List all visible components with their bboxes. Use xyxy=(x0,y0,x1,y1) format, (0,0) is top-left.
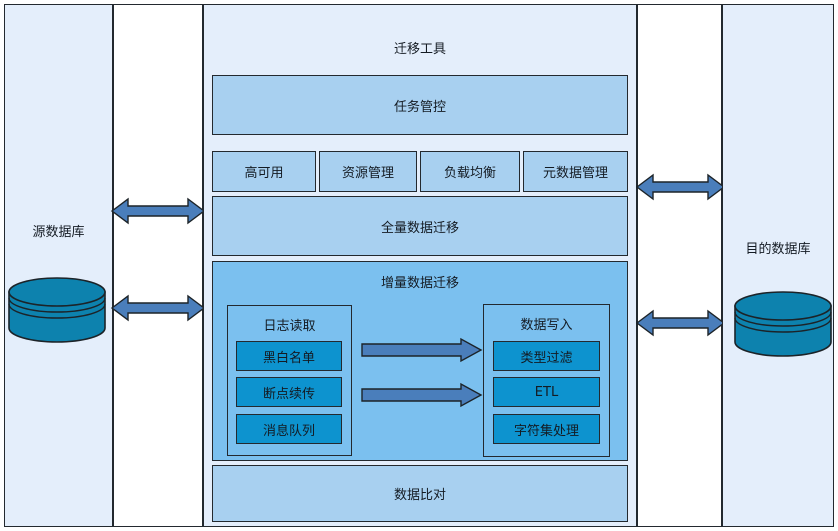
tool-target-arrow-bottom xyxy=(635,309,726,337)
tool-target-arrow-top xyxy=(635,173,726,201)
source-database-cylinder-icon xyxy=(8,277,106,343)
data-writer-item-type-filter[interactable]: 类型过滤 xyxy=(493,341,600,371)
flow-arrow-top xyxy=(361,337,483,363)
data-writer-item-etl[interactable]: ETL xyxy=(493,377,600,407)
data-writer-item-charset-handling[interactable]: 字符集处理 xyxy=(493,414,600,444)
capability-box-resource-management[interactable]: 资源管理 xyxy=(319,151,417,192)
data-compare-box[interactable]: 数据比对 xyxy=(212,465,628,522)
source-tool-arrow-bottom xyxy=(110,294,206,322)
migration-tool-title: 迁移工具 xyxy=(393,42,446,57)
capability-box-high-availability[interactable]: 高可用 xyxy=(212,151,316,192)
right-gap-column xyxy=(637,4,722,527)
source-database-label: 源数据库 xyxy=(32,225,85,240)
target-database-label: 目的数据库 xyxy=(745,242,811,257)
capability-box-metadata-management[interactable]: 元数据管理 xyxy=(523,151,628,192)
full-migration-box[interactable]: 全量数据迁移 xyxy=(212,196,628,256)
flow-arrow-bottom xyxy=(361,382,483,408)
task-control-box[interactable]: 任务管控 xyxy=(212,75,628,135)
log-reader-item-resume-transfer[interactable]: 断点续传 xyxy=(236,377,342,407)
target-database-cylinder-icon xyxy=(734,291,832,357)
log-reader-title: 日志读取 xyxy=(263,319,316,334)
incremental-migration-title: 增量数据迁移 xyxy=(380,276,459,291)
source-tool-arrow-top xyxy=(110,197,206,225)
log-reader-item-whitelist-blacklist[interactable]: 黑白名单 xyxy=(236,341,342,371)
source-database-panel xyxy=(4,4,113,527)
data-writer-title: 数据写入 xyxy=(520,318,573,333)
capability-box-load-balancing[interactable]: 负载均衡 xyxy=(420,151,520,192)
log-reader-item-message-queue[interactable]: 消息队列 xyxy=(236,414,342,444)
left-gap-column xyxy=(113,4,203,527)
target-database-panel xyxy=(722,4,834,527)
